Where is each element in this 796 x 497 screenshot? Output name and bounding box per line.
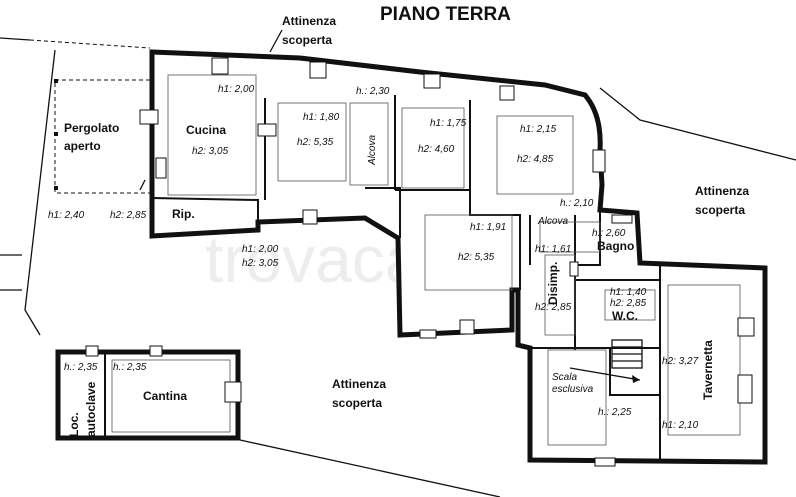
- height-label: h2: 2,85: [110, 210, 147, 221]
- room-label-cucina: Cucina: [186, 123, 226, 137]
- room-label-loc: Loc.: [67, 412, 81, 437]
- area-label-right: Attinenza: [695, 184, 749, 198]
- height-label: h.: 2,10: [560, 198, 594, 209]
- area-label-top: Attinenza: [282, 14, 336, 28]
- height-label: h2: 3,05: [192, 146, 229, 157]
- height-label: h.: 2,60: [592, 228, 626, 239]
- room-label-alcova-2: Alcova: [537, 216, 568, 227]
- height-label: h1: 1,91: [470, 222, 506, 233]
- room-label-disimp: Disimp.: [546, 262, 560, 305]
- area-label-right: scoperta: [695, 203, 745, 217]
- height-label: h2: 5,35: [458, 252, 495, 263]
- height-label: h1: 2,00: [218, 84, 255, 95]
- height-label: h1: 1,61: [535, 244, 571, 255]
- height-label: h.: 2,30: [356, 86, 390, 97]
- height-label: h1: 2,10: [662, 420, 699, 431]
- height-label: h1: 2,15: [520, 124, 557, 135]
- area-label-bottom: scoperta: [332, 396, 382, 410]
- cantina-building: [55, 345, 242, 441]
- height-label: h.: 2,35: [113, 362, 147, 373]
- area-label-top: scoperta: [282, 33, 332, 47]
- room-label-scala: esclusiva: [552, 384, 594, 395]
- room-label-pergolato: aperto: [64, 139, 101, 153]
- stairs: [569, 339, 643, 383]
- room-label-bagno: Bagno: [597, 239, 634, 253]
- height-label: h1: 1,40: [610, 287, 647, 298]
- height-label: h2: 5,35: [297, 137, 334, 148]
- room-label-tavernetta: Tavernetta: [701, 340, 715, 400]
- height-label: h2: 4,60: [418, 144, 455, 155]
- height-label: h2: 2,85: [610, 298, 647, 309]
- height-label: h1: 2,40: [48, 210, 85, 221]
- height-label: h2: 3,05: [242, 258, 279, 269]
- room-label-alcova-1: Alcova: [367, 135, 378, 166]
- room-label-wc: W.C.: [612, 309, 638, 323]
- height-label: h.: 2,25: [598, 407, 632, 418]
- room-label-rip: Rip.: [172, 207, 195, 221]
- page-title: PIANO TERRA: [380, 4, 511, 25]
- pergolato-area: [54, 79, 153, 194]
- height-label: h.: 2,35: [64, 362, 98, 373]
- leader-line: [269, 29, 283, 53]
- room-label-cantina: Cantina: [143, 389, 187, 403]
- height-label: h1: 2,00: [242, 244, 279, 255]
- area-label-bottom: Attinenza: [332, 377, 386, 391]
- height-label: h1: 1,80: [303, 112, 340, 123]
- height-label: h2: 2,85: [535, 302, 572, 313]
- height-label: h2: 3,27: [662, 356, 699, 367]
- room-grids: [167, 74, 741, 446]
- lot-boundaries: [0, 37, 796, 497]
- room-label-loc: autoclave: [84, 381, 98, 437]
- windows: [139, 57, 755, 467]
- height-label: h2: 4,85: [517, 154, 554, 165]
- height-label: h1: 1,75: [430, 118, 467, 129]
- room-label-scala: Scala: [552, 372, 577, 383]
- room-label-pergolato: Pergolato: [64, 121, 119, 135]
